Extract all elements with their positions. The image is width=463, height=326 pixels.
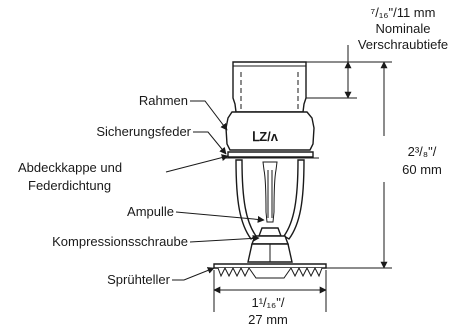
part-labels: Rahmen Sicherungsfeder Abdeckkappe und F… [18,93,192,287]
threaded-body [232,61,307,113]
leader-spring [193,131,227,155]
dim-width-line1: 1¹/₁₆"/ [251,295,284,310]
glass-bulb [262,161,278,223]
frame-arm-right [282,159,305,240]
dim-height-line1: 2³/₈"/ [408,144,437,159]
label-spring: Sicherungsfeder [96,124,191,139]
leader-cap [165,154,229,173]
sprinkler-illustration: ⅬZ/ʌ [213,61,327,279]
deflector-center [248,267,292,279]
leader-deflector [172,267,215,281]
dimension-lines [213,45,392,312]
leader-lines [165,100,265,281]
label-cap-line1: Abdeckkappe und [18,160,122,175]
dim-thread-line3: Verschraubtiefe [358,37,448,52]
label-frame: Rahmen [139,93,188,108]
dim-width-line2: 27 mm [248,312,288,326]
deflector-plate [213,263,327,269]
leader-screw [189,234,260,243]
label-bulb: Ampulle [127,204,174,219]
dim-thread-line1: ⁷/₁₆"/11 mm [371,5,436,20]
dim-height-line2: 60 mm [402,162,442,177]
frame-marking: ⅬZ/ʌ [252,129,279,144]
dimension-labels: ⁷/₁₆"/11 mm Nominale Verschraubtiefe 2³/… [248,5,448,326]
dim-thread-line2: Nominale [376,21,431,36]
label-deflector: Sprühteller [107,272,171,287]
compression-screw [257,227,283,237]
label-screw: Kompressionsschraube [52,234,188,249]
cap-disk [227,151,314,158]
leader-frame [190,100,228,131]
frame-boss [225,111,315,151]
screw-boss [250,235,290,245]
leader-bulb [175,211,265,223]
frame-arm-left [235,159,258,240]
label-cap-line2: Federdichtung [28,178,111,193]
